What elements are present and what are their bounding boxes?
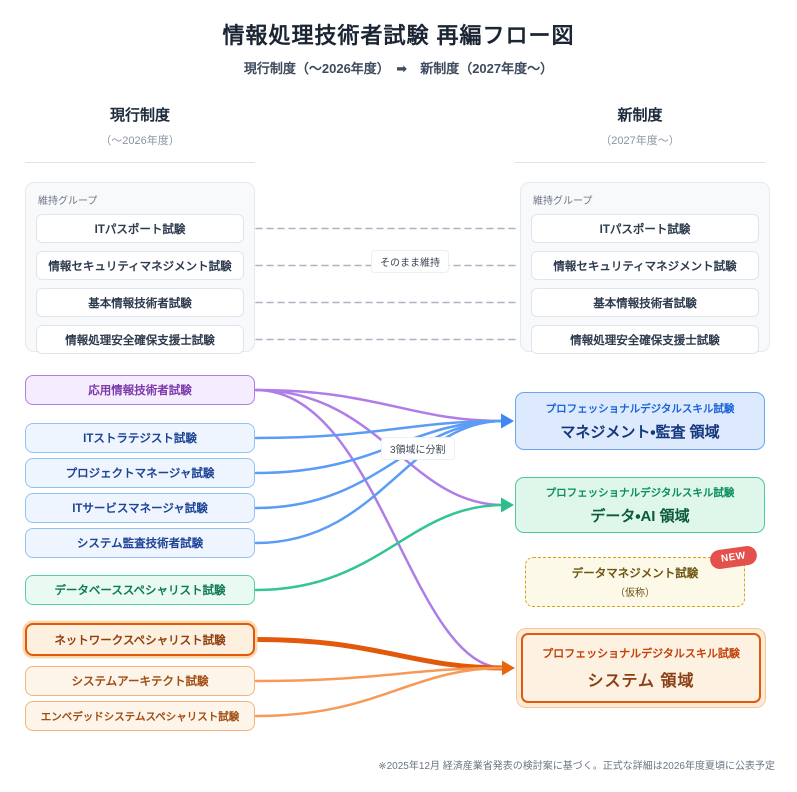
column-header-current: 現行制度 （～2026年度） [25,104,255,163]
exam-system-architect: システムアーキテクト試験 [25,666,255,696]
exam-embedded-specialist: エンベデッドシステムスペシャリスト試験 [25,701,255,731]
new-exam-series-label: プロフェッショナルデジタルスキル試験 [545,486,735,499]
new-exam-system-inner: プロフェッショナルデジタルスキル試験 システム 領域 [521,633,761,703]
maintain-group-label: 維持グループ [533,196,593,207]
new-exam-series-label: プロフェッショナルデジタルスキル試験 [545,402,735,415]
page-title: 情報処理技術者試験 再編フロー図 [222,23,575,48]
exam-network-specialist: ネットワークスペシャリスト試験 [25,623,255,656]
new-exam-title: データ・AI 領域 [590,507,690,525]
exam-system-audit: システム監査技術者試験 [25,528,255,558]
label-keep-as-is: そのまま維持 [371,250,449,273]
exam-sc-new: 情報処理安全確保支援士試験 [531,325,759,354]
footnote: ※2025年12月 経済産業省発表の検討案に基づく。正式な詳細は2026年度夏頃… [378,761,775,772]
column-title-current: 現行制度 [109,107,170,124]
exam-sc-current: 情報処理安全確保支援士試験 [36,325,244,354]
exam-database-specialist: データベーススペシャリスト試験 [25,575,255,605]
column-subtitle-current: （～2026年度） [100,135,180,147]
column-subtitle-new: （2027年度～） [600,135,680,147]
maintain-group-new: 維持グループ ITパスポート試験 情報セキュリティマネジメント試験 基本情報技術… [520,182,770,354]
exam-it-service-manager: ITサービスマネージャ試験 [25,493,255,523]
exam-fe-current: 基本情報技術者試験 [36,288,244,317]
exam-security-mgmt-current: 情報セキュリティマネジメント試験 [36,251,244,280]
exam-it-passport-new: ITパスポート試験 [531,214,759,243]
new-exam-subtitle: （仮称） [615,588,655,599]
exam-applied-info: 応用情報技術者試験 [25,375,255,405]
page-subtitle: 現行制度（～2026年度） ➡ 新制度（2027年度～） [243,61,554,76]
exam-security-mgmt-new: 情報セキュリティマネジメント試験 [531,251,759,280]
new-exam-management-audit: プロフェッショナルデジタルスキル試験 マネジメント・監査 領域 [515,392,765,450]
exam-project-manager: プロジェクトマネージャ試験 [25,458,255,488]
column-header-new: 新制度 （2027年度～） [515,104,765,163]
maintain-group-current: 維持グループ ITパスポート試験 情報セキュリティマネジメント試験 基本情報技術… [25,182,255,354]
new-exam-title: システム 領域 [587,673,695,690]
new-exam-data-management: NEW データマネジメント試験 （仮称） [525,544,759,607]
maintain-group-label: 維持グループ [38,196,98,207]
exam-fe-new: 基本情報技術者試験 [531,288,759,317]
new-exam-title: データマネジメント試験 [571,568,699,580]
new-exam-data-ai: プロフェッショナルデジタルスキル試験 データ・AI 領域 [515,477,765,533]
new-exam-system: プロフェッショナルデジタルスキル試験 システム 領域 [516,628,766,708]
label-split-into-3: 3領域に分割 [381,437,455,460]
exam-it-strategist: ITストラテジスト試験 [25,423,255,453]
new-exam-title: マネジメント・監査 領域 [560,423,720,441]
column-title-new: 新制度 [617,107,663,124]
new-exam-series-label: プロフェッショナルデジタルスキル試験 [542,648,740,660]
exam-it-passport-current: ITパスポート試験 [36,214,244,243]
